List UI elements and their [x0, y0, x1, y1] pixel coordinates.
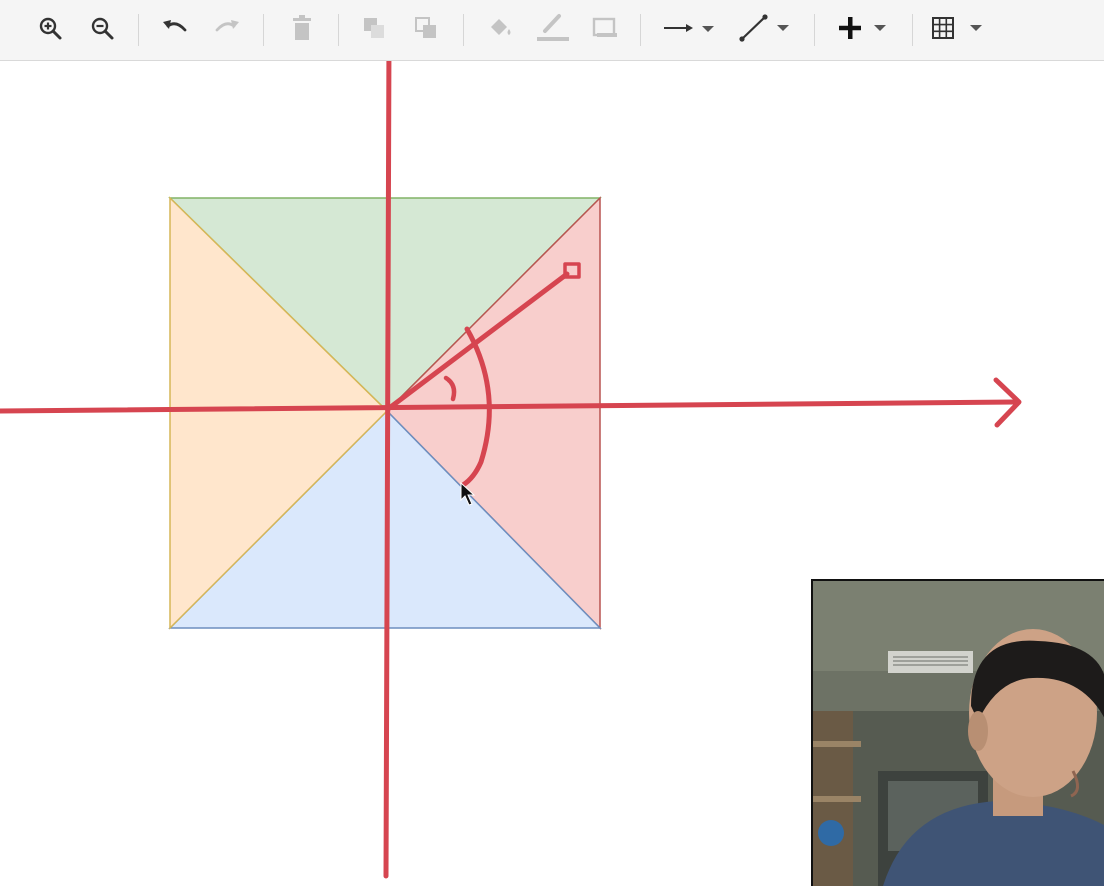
left-triangle[interactable]: [169, 196, 389, 630]
zoom-in-button[interactable]: [34, 8, 66, 48]
horizontal-axis-line: [0, 399, 1019, 414]
insert-dropdown-button[interactable]: [834, 8, 892, 48]
radius-endpoint-marker: [563, 262, 581, 279]
radius-vector: [385, 271, 570, 412]
to-front-icon: [364, 18, 384, 38]
drawing-canvas[interactable]: [0, 61, 1104, 884]
toolbar-separator: [463, 14, 464, 46]
toolbar-separator: [640, 14, 641, 46]
zoom-out-button[interactable]: [86, 8, 118, 48]
trash-icon: [293, 15, 311, 40]
toolbar-separator: [912, 14, 913, 46]
mouse-cursor-icon: [460, 481, 476, 506]
toolbar-separator: [138, 14, 139, 46]
to-back-icon: [415, 17, 436, 38]
small-angle-arc: [443, 375, 457, 402]
horizontal-axis-arrowhead: [993, 377, 1022, 428]
pencil-icon: [537, 14, 569, 41]
shadow-button[interactable]: [589, 8, 621, 48]
redo-button[interactable]: [210, 8, 244, 48]
vertical-axis-line: [383, 61, 392, 879]
large-angle-arc: [460, 326, 492, 488]
toolbar-separator: [338, 14, 339, 46]
table-dropdown-button[interactable]: [930, 8, 988, 48]
paint-bucket-icon: [491, 19, 511, 35]
webcam-overlay: [811, 579, 1104, 886]
to-back-button[interactable]: [410, 8, 442, 48]
redo-icon: [215, 20, 239, 32]
fill-color-button[interactable]: [484, 8, 516, 48]
toolbar: [0, 0, 1104, 61]
undo-button[interactable]: [158, 8, 192, 48]
presenter-video: [813, 581, 1104, 886]
waypoints-dropdown-button[interactable]: [735, 8, 795, 48]
toolbar-separator: [263, 14, 264, 46]
arrow-right-icon: [664, 24, 714, 32]
delete-button[interactable]: [286, 8, 318, 48]
connection-dropdown-button[interactable]: [660, 8, 718, 48]
toolbar-separator: [814, 14, 815, 46]
grid-icon: [932, 17, 982, 39]
waypoint-line-icon: [739, 14, 789, 42]
undo-icon: [163, 20, 187, 32]
zoom-in-icon: [39, 17, 62, 40]
line-color-button[interactable]: [534, 8, 572, 48]
shadow-icon: [592, 17, 617, 37]
plus-icon: [839, 17, 886, 39]
to-front-button[interactable]: [358, 8, 390, 48]
zoom-out-icon: [91, 17, 114, 40]
